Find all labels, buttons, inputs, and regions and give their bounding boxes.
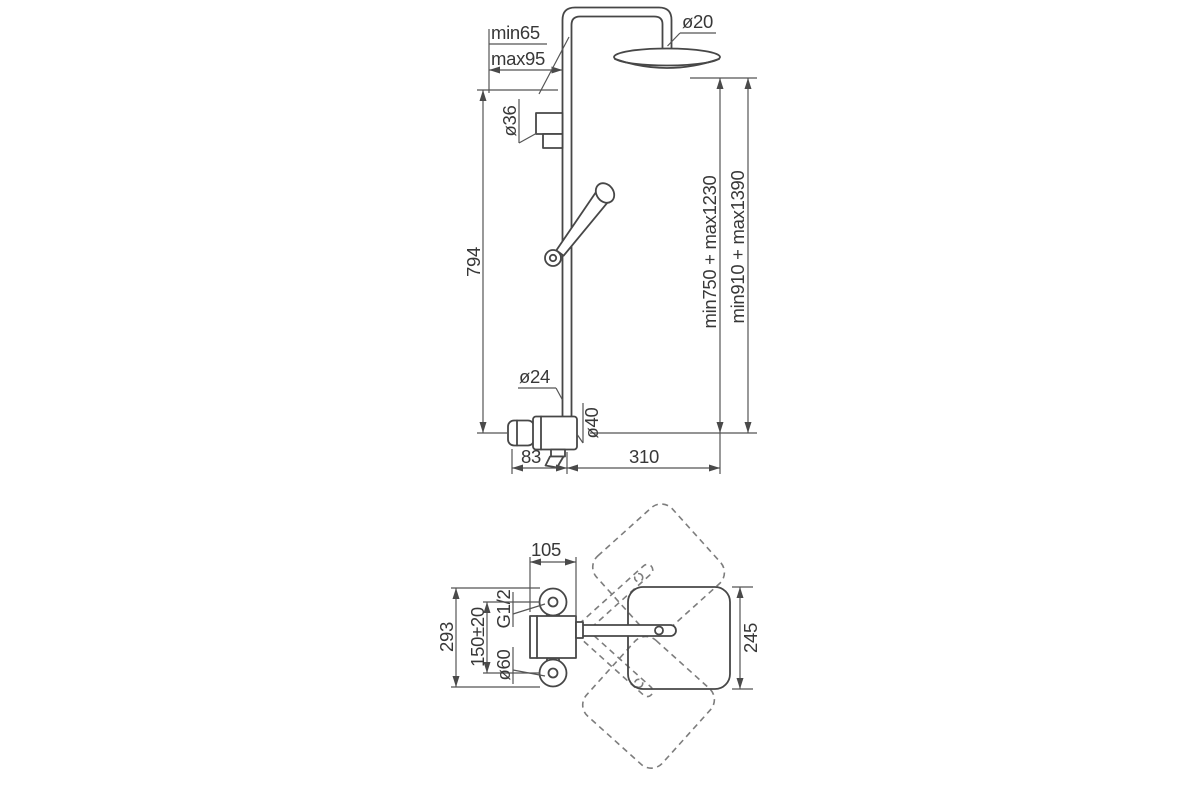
- handset-head: [594, 182, 616, 204]
- top-view: 105 G1/2 293 150±20: [436, 503, 761, 769]
- label-handle-diameter: ø60: [493, 650, 514, 681]
- top-view-dimensions: 105 G1/2 293 150±20: [436, 539, 761, 690]
- label-rail-diameter: ø24: [519, 366, 550, 387]
- hand-shower: [544, 182, 616, 267]
- label-thread-size: G1/2: [493, 590, 514, 629]
- bracket-clamp: [542, 133, 564, 149]
- label-overall-depth: 293: [436, 622, 457, 652]
- g12-leader: [512, 603, 546, 615]
- dim-thread-size: G1/2: [493, 590, 546, 629]
- label-body-width: 105: [531, 539, 561, 560]
- arm-pivot: [654, 625, 664, 636]
- ghost-pivot-lower: [633, 678, 644, 689]
- d36-leader: [518, 132, 538, 144]
- label-head-width: 245: [740, 623, 761, 653]
- bottom-handle-hub: [547, 667, 559, 679]
- head-square-top-view: [627, 586, 731, 690]
- shower-head-face: [614, 58, 720, 69]
- dim-head-projection: 310: [567, 433, 721, 474]
- label-head-projection: 310: [629, 446, 659, 467]
- label-wall-offset: 83: [521, 446, 541, 467]
- dim-rail-diameter: ø24: [518, 366, 564, 401]
- top-handle-hub: [547, 596, 559, 608]
- adjustability-slash: [538, 36, 570, 95]
- label-rail-length: 794: [463, 247, 484, 277]
- valve-outlet: [550, 448, 566, 458]
- ghost-arm-lower: [576, 626, 654, 698]
- label-inlet-spacing: 150±20: [467, 607, 488, 667]
- d20-leader: [667, 32, 681, 47]
- label-bracket-diameter: ø36: [499, 106, 520, 137]
- label-max-wall-distance: max95: [491, 48, 545, 69]
- dim-overall-depth: 293: [436, 587, 540, 688]
- d60-leader: [512, 669, 546, 677]
- valve-handle: [507, 419, 535, 447]
- valve-top-view: [529, 587, 584, 688]
- dim-handle-diameter: ø60: [493, 647, 546, 684]
- label-height-head-floor: min910 + max1390: [727, 170, 748, 323]
- label-min-wall-distance: min65: [491, 22, 540, 43]
- dim-rail-length: 794: [463, 89, 558, 434]
- top-view-solid: [529, 586, 731, 690]
- overhead-shower-head: [613, 47, 721, 69]
- riser-pipe-outline-outer: [561, 6, 673, 418]
- riser-pipe-outline-inner: [570, 15, 664, 418]
- dim-heights: min750 + max1230 min910 + max1390: [590, 77, 757, 434]
- front-view: min65 max95 ø20 ø36 794: [463, 6, 757, 474]
- bracket-plate: [535, 112, 564, 135]
- dim-head-pipe-diameter: ø20: [667, 11, 716, 47]
- d24-leader: [555, 387, 564, 401]
- ghost-pivot-upper: [633, 572, 644, 583]
- ghost-head-upper: [591, 503, 726, 637]
- label-height-head-outlet: min750 + max1230: [699, 175, 720, 328]
- valve-body: [532, 415, 578, 451]
- dim-bracket-diameter: ø36: [499, 99, 538, 144]
- handset-holder-pin: [548, 253, 558, 263]
- dim-head-width: 245: [732, 586, 761, 690]
- shower-column: [507, 6, 721, 469]
- dim-body-width: 105: [529, 539, 577, 621]
- dim-valve-diameter: ø40: [577, 403, 602, 444]
- wall-bracket: [535, 112, 564, 149]
- label-head-pipe-diameter: ø20: [682, 11, 713, 32]
- label-valve-diameter: ø40: [581, 408, 602, 439]
- arm-mount: [575, 621, 584, 639]
- ghost-arm-upper: [576, 563, 654, 635]
- dim-wall-distance: min65 max95: [488, 22, 570, 95]
- front-view-dimensions: min65 max95 ø20 ø36 794: [463, 11, 757, 474]
- swivel-range-lower: [576, 626, 716, 769]
- swivel-range-upper: [576, 503, 726, 637]
- ghost-head-lower: [581, 635, 716, 769]
- shower-head-plate: [613, 47, 721, 67]
- d40-leader: [577, 434, 584, 444]
- spout-nozzle: [544, 455, 565, 469]
